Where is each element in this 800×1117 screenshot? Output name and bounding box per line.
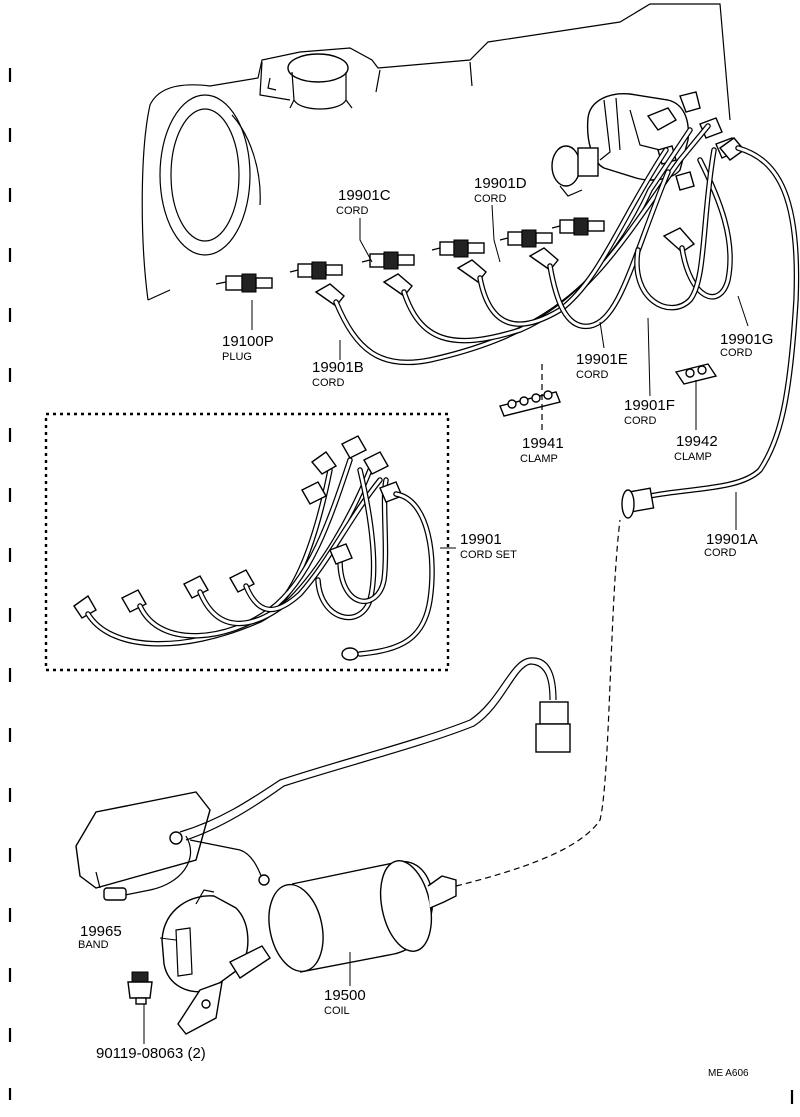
- callout-19901B: 19901B CORD: [312, 359, 364, 389]
- part-number: 19901A: [706, 531, 758, 548]
- igniter-harness: [75, 657, 571, 901]
- part-number: 19901C: [338, 187, 391, 204]
- cord-set-box: [44, 412, 450, 672]
- part-name: CLAMP: [520, 453, 558, 465]
- callout-19965: 19965 BAND: [78, 923, 122, 951]
- part-number: 90119-08063 (2): [96, 1045, 206, 1062]
- part-number: 19901B: [312, 359, 364, 376]
- clamp-19942-part: [674, 363, 718, 385]
- spark-plug-3: [361, 251, 415, 270]
- callout-19901A: 19901A CORD: [704, 531, 758, 559]
- callout-19100P: 19100P PLUG: [222, 333, 274, 363]
- spark-plug-1: [215, 273, 273, 293]
- part-name: CORD: [312, 377, 344, 389]
- part-name: BAND: [78, 939, 109, 951]
- coil-band: [161, 889, 271, 1035]
- part-number: 19965: [80, 923, 122, 940]
- spark-plug-6: [551, 217, 605, 236]
- callout-19942: 19942 CLAMP: [674, 433, 718, 463]
- part-number: 19901E: [576, 351, 628, 368]
- part-name: CORD: [576, 369, 608, 381]
- callout-19901D: 19901D CORD: [474, 175, 527, 205]
- callout-19901G: 19901G CORD: [720, 331, 773, 359]
- part-name: CORD: [474, 193, 506, 205]
- callout-19901F: 19901F CORD: [624, 397, 675, 427]
- leader-lines: [143, 204, 749, 1044]
- bolt-part: [127, 971, 153, 1005]
- part-name: CORD: [624, 415, 656, 427]
- part-name: PLUG: [222, 351, 252, 363]
- part-name: COIL: [324, 1005, 350, 1017]
- callout-19901E: 19901E CORD: [576, 351, 628, 381]
- callout-90119-08063: 90119-08063 (2): [96, 1045, 206, 1062]
- part-number: 19941: [522, 435, 564, 452]
- part-name: CORD: [336, 205, 368, 217]
- part-name: CORD: [720, 347, 752, 359]
- ignition-coil: [268, 519, 621, 973]
- spark-plug-5: [499, 229, 553, 248]
- part-number: 19901D: [474, 175, 527, 192]
- part-number: 19901F: [624, 397, 675, 414]
- callout-19901-cord-set: 19901 CORD SET: [460, 531, 517, 561]
- callout-19941: 19941 CLAMP: [520, 435, 564, 465]
- part-number: 19942: [676, 433, 718, 450]
- part-name: CORD: [704, 547, 736, 559]
- binding-margin-marks: [8, 68, 794, 1104]
- part-name: CORD SET: [460, 549, 517, 561]
- spark-plug-4: [431, 239, 485, 258]
- part-number: 19901: [460, 531, 502, 548]
- part-name: CLAMP: [674, 451, 712, 463]
- spark-plugs: [215, 217, 605, 293]
- callout-19901C: 19901C CORD: [336, 187, 391, 217]
- clamp-19941-part: [499, 390, 561, 417]
- part-number: 19500: [324, 987, 366, 1004]
- installed-plug-cords: [314, 123, 800, 519]
- engine-block: [141, 3, 731, 301]
- part-number: 19100P: [222, 333, 274, 350]
- spark-plug-2: [289, 261, 343, 280]
- callout-19500: 19500 COIL: [324, 987, 366, 1017]
- figure-code: ME A606: [708, 1068, 749, 1079]
- part-number: 19901G: [720, 331, 773, 348]
